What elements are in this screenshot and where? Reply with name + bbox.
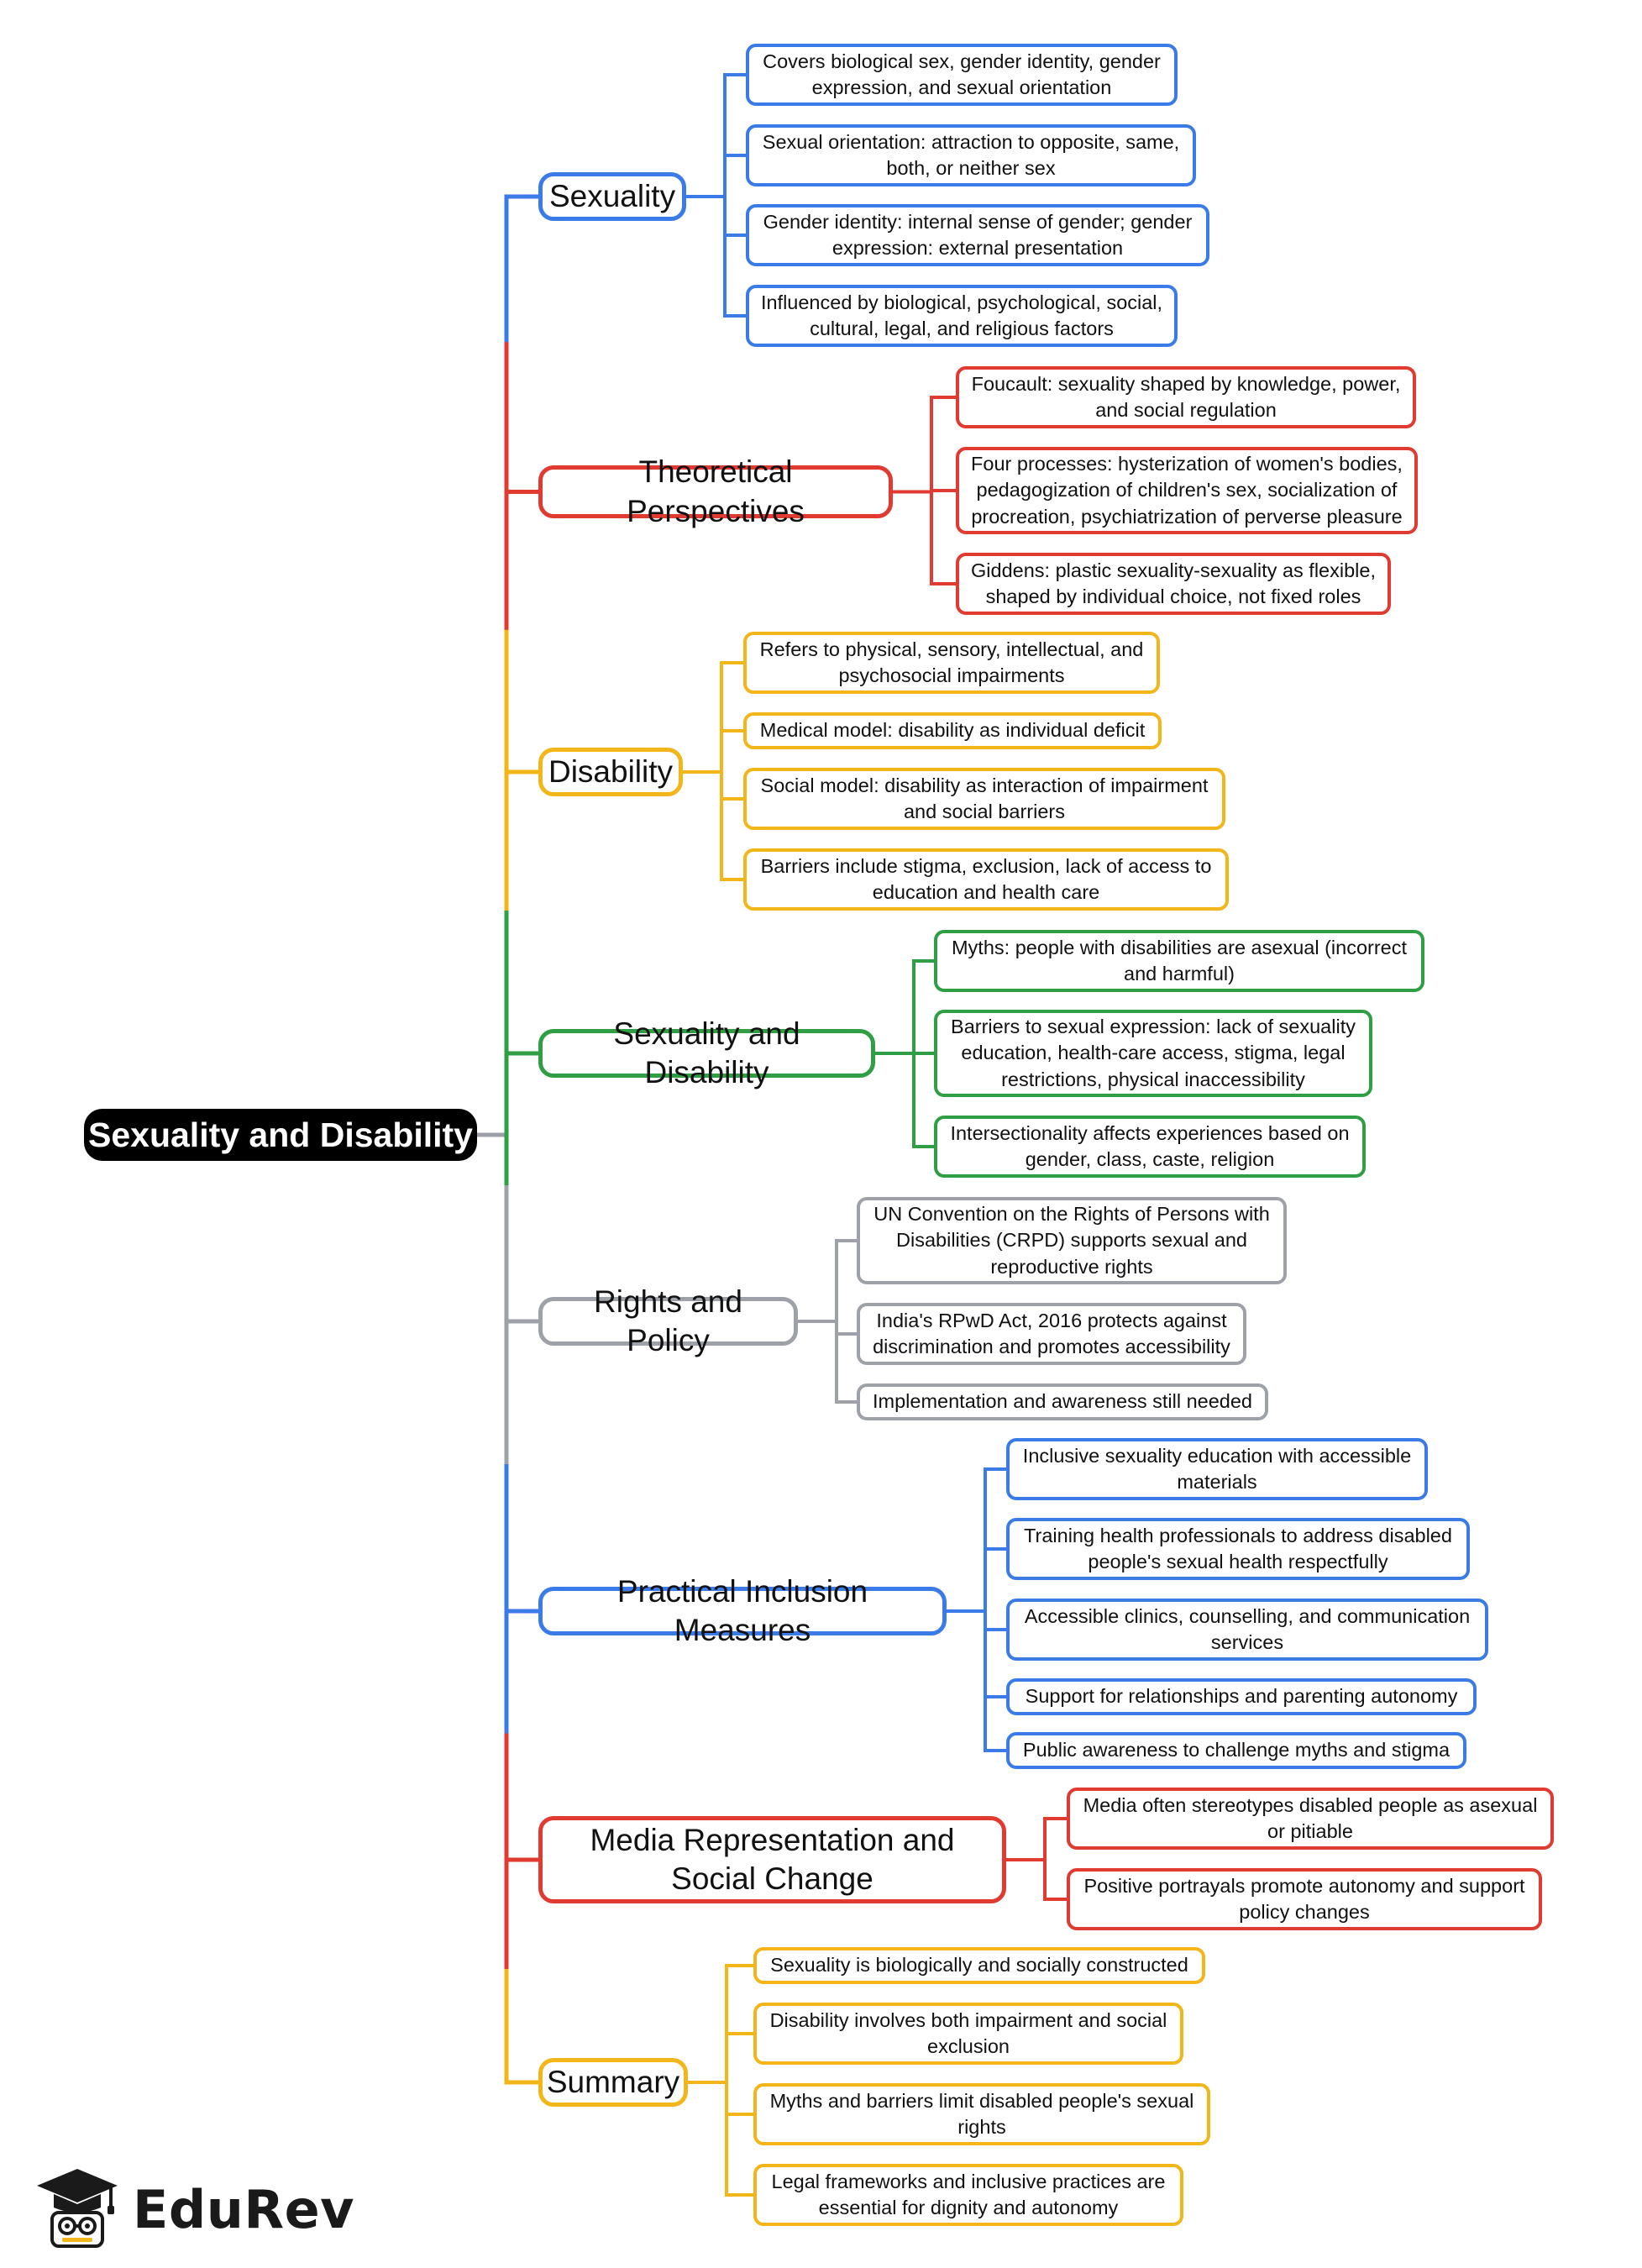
branch-node: Summary	[538, 2058, 688, 2107]
leaf-node: Disability involves both impairment and …	[753, 2003, 1183, 2065]
leaf-node: Accessible clinics, counselling, and com…	[1006, 1599, 1488, 1661]
branch-node: Sexuality and Disability	[538, 1016, 875, 1089]
graduation-cap-icon	[34, 2164, 121, 2255]
leaf-node: Medical model: disability as individual …	[743, 712, 1162, 749]
logo-text: EduRev	[133, 2178, 355, 2240]
leaf-node: Sexuality is biologically and socially c…	[753, 1947, 1205, 1984]
leaf-node: Legal frameworks and inclusive practices…	[753, 2164, 1183, 2226]
leaf-node: Training health professionals to address…	[1006, 1518, 1470, 1580]
branch-node: Disability	[538, 748, 683, 796]
leaf-node: Support for relationships and parenting …	[1006, 1678, 1477, 1715]
leaf-node: Giddens: plastic sexuality-sexuality as …	[956, 553, 1391, 615]
leaf-node: Inclusive sexuality education with acces…	[1006, 1438, 1428, 1500]
leaf-node: Barriers to sexual expression: lack of s…	[934, 1010, 1372, 1097]
leaf-node: Foucault: sexuality shaped by knowledge,…	[956, 366, 1416, 428]
leaf-node: Sexual orientation: attraction to opposi…	[746, 124, 1196, 186]
leaf-node: Media often stereotypes disabled people …	[1067, 1788, 1554, 1850]
leaf-node: Myths: people with disabilities are asex…	[934, 930, 1424, 992]
leaf-node: Barriers include stigma, exclusion, lack…	[743, 848, 1229, 911]
leaf-node: Intersectionality affects experiences ba…	[934, 1116, 1366, 1178]
leaf-node: Covers biological sex, gender identity, …	[746, 44, 1178, 106]
branch-node: Media Representation and Social Change	[538, 1816, 1006, 1903]
leaf-node: Public awareness to challenge myths and …	[1006, 1732, 1466, 1769]
leaf-node: Myths and barriers limit disabled people…	[753, 2083, 1210, 2145]
branch-node: Practical Inclusion Measures	[538, 1574, 947, 1647]
leaf-node: Positive portrayals promote autonomy and…	[1067, 1868, 1542, 1930]
leaf-node: Implementation and awareness still neede…	[857, 1383, 1268, 1420]
branch-node: Theoretical Perspectives	[538, 454, 893, 528]
leaf-node: UN Convention on the Rights of Persons w…	[857, 1197, 1287, 1284]
branch-node: Rights and Policy	[538, 1284, 798, 1357]
leaf-node: Social model: disability as interaction …	[743, 768, 1225, 830]
leaf-node: Four processes: hysterization of women's…	[956, 447, 1418, 534]
edurev-logo: EduRev	[34, 2163, 354, 2255]
leaf-node: Influenced by biological, psychological,…	[746, 285, 1178, 347]
leaf-node: India's RPwD Act, 2016 protects against …	[857, 1303, 1246, 1365]
root-node: Sexuality and Disability	[84, 1109, 477, 1161]
leaf-node: Gender identity: internal sense of gende…	[746, 204, 1209, 266]
branch-node: Sexuality	[538, 172, 686, 221]
leaf-node: Refers to physical, sensory, intellectua…	[743, 632, 1160, 694]
